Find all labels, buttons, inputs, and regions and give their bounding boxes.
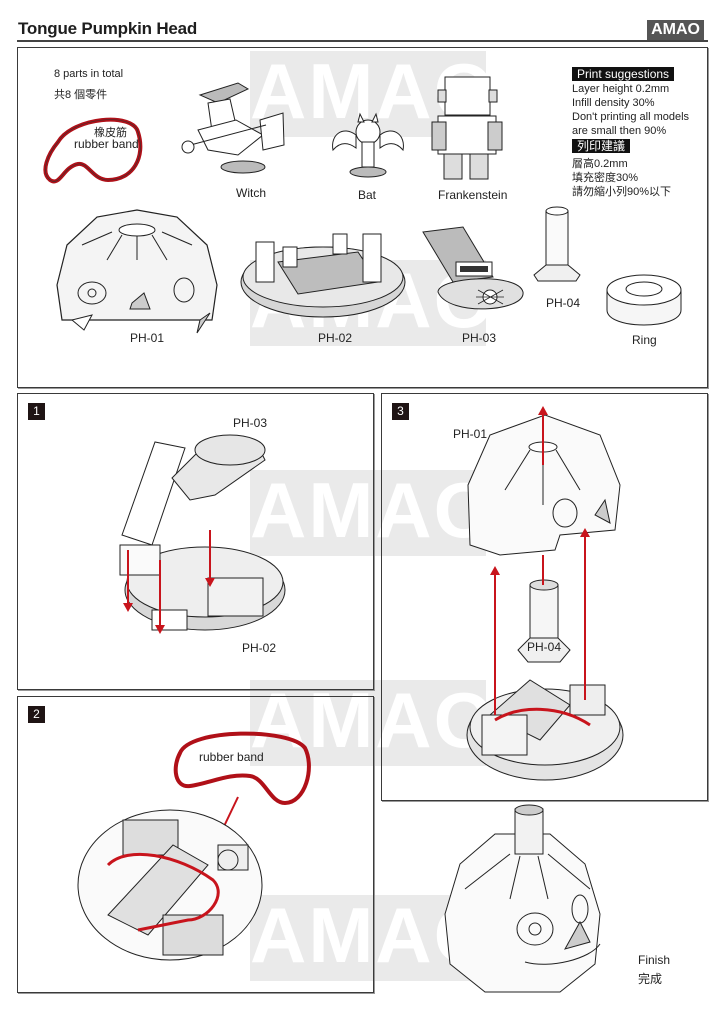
ph-01-part [56, 209, 218, 334]
step-number-badge: 2 [28, 706, 45, 723]
step-2-panel: 2 [17, 696, 374, 993]
ring-part [606, 274, 682, 326]
brand-logo: AMAO [647, 20, 704, 40]
parts-count-zh: 共8 個零件 [54, 89, 108, 101]
print-suggestion-line: Infill density 30% [572, 97, 655, 109]
bat-label: Bat [358, 188, 377, 202]
watermark: AMAO [250, 470, 486, 556]
step-number-badge: 3 [392, 403, 409, 420]
ph-03-label: PH-03 [462, 331, 497, 345]
print-suggestions-heading: Print suggestions [572, 67, 675, 81]
rubber-band-label-en: rubber band [74, 137, 139, 151]
ph-04-label: PH-04 [546, 296, 581, 310]
ring-label: Ring [632, 333, 657, 347]
step-1-illustration [119, 434, 286, 634]
witch-figure [181, 82, 285, 174]
step-3-ph-04-label: PH-04 [527, 640, 562, 654]
print-suggestion-line: are small then 90% [572, 125, 667, 137]
step-3-illustration [466, 406, 624, 781]
finish-label-zh: 完成 [638, 972, 663, 986]
print-suggestion-line: Don't printing all models [572, 111, 690, 123]
step-3-panel: 3 [381, 393, 708, 801]
print-suggestion-line-zh: 層高0.2mm [572, 158, 628, 170]
ph-02-part [240, 233, 406, 318]
ph-03-part [422, 226, 524, 310]
step-2-illustration [77, 809, 263, 961]
finish-label-en: Finish [638, 953, 671, 967]
bat-figure [332, 112, 404, 178]
ph-04-part [533, 206, 581, 282]
finished-pumpkin-illustration [444, 804, 601, 993]
step-2-rubber-band [173, 731, 311, 806]
step-1-panel: 1 [17, 393, 374, 690]
frankenstein-figure [431, 76, 503, 180]
rubber-band-label-zh: 橡皮筋 [94, 127, 127, 139]
parts-count-en: 8 parts in total [54, 68, 124, 80]
step-2-rubber-band-label: rubber band [199, 750, 264, 764]
step-3-ph-01-label: PH-01 [453, 427, 488, 441]
watermark: AMAO [250, 680, 486, 766]
frankenstein-label: Frankenstein [438, 188, 508, 202]
step-1-ph-02-label: PH-02 [242, 641, 277, 655]
rubber-band-illustration [43, 117, 143, 184]
ph-02-label: PH-02 [318, 331, 353, 345]
witch-label: Witch [236, 186, 266, 200]
print-suggestion-line: Layer height 0.2mm [572, 83, 670, 95]
page-title: Tongue Pumpkin Head [18, 19, 198, 38]
print-suggestion-line-zh: 填充密度30% [572, 172, 639, 184]
parts-overview-panel [17, 47, 708, 388]
print-suggestions-heading-zh: 列印建議 [572, 139, 631, 153]
print-suggestion-line-zh: 請勿縮小列90%以下 [572, 186, 672, 198]
step-1-ph-03-label: PH-03 [233, 416, 268, 430]
step-number-badge: 1 [28, 403, 45, 420]
title-divider [17, 40, 708, 42]
ph-01-label: PH-01 [130, 331, 165, 345]
